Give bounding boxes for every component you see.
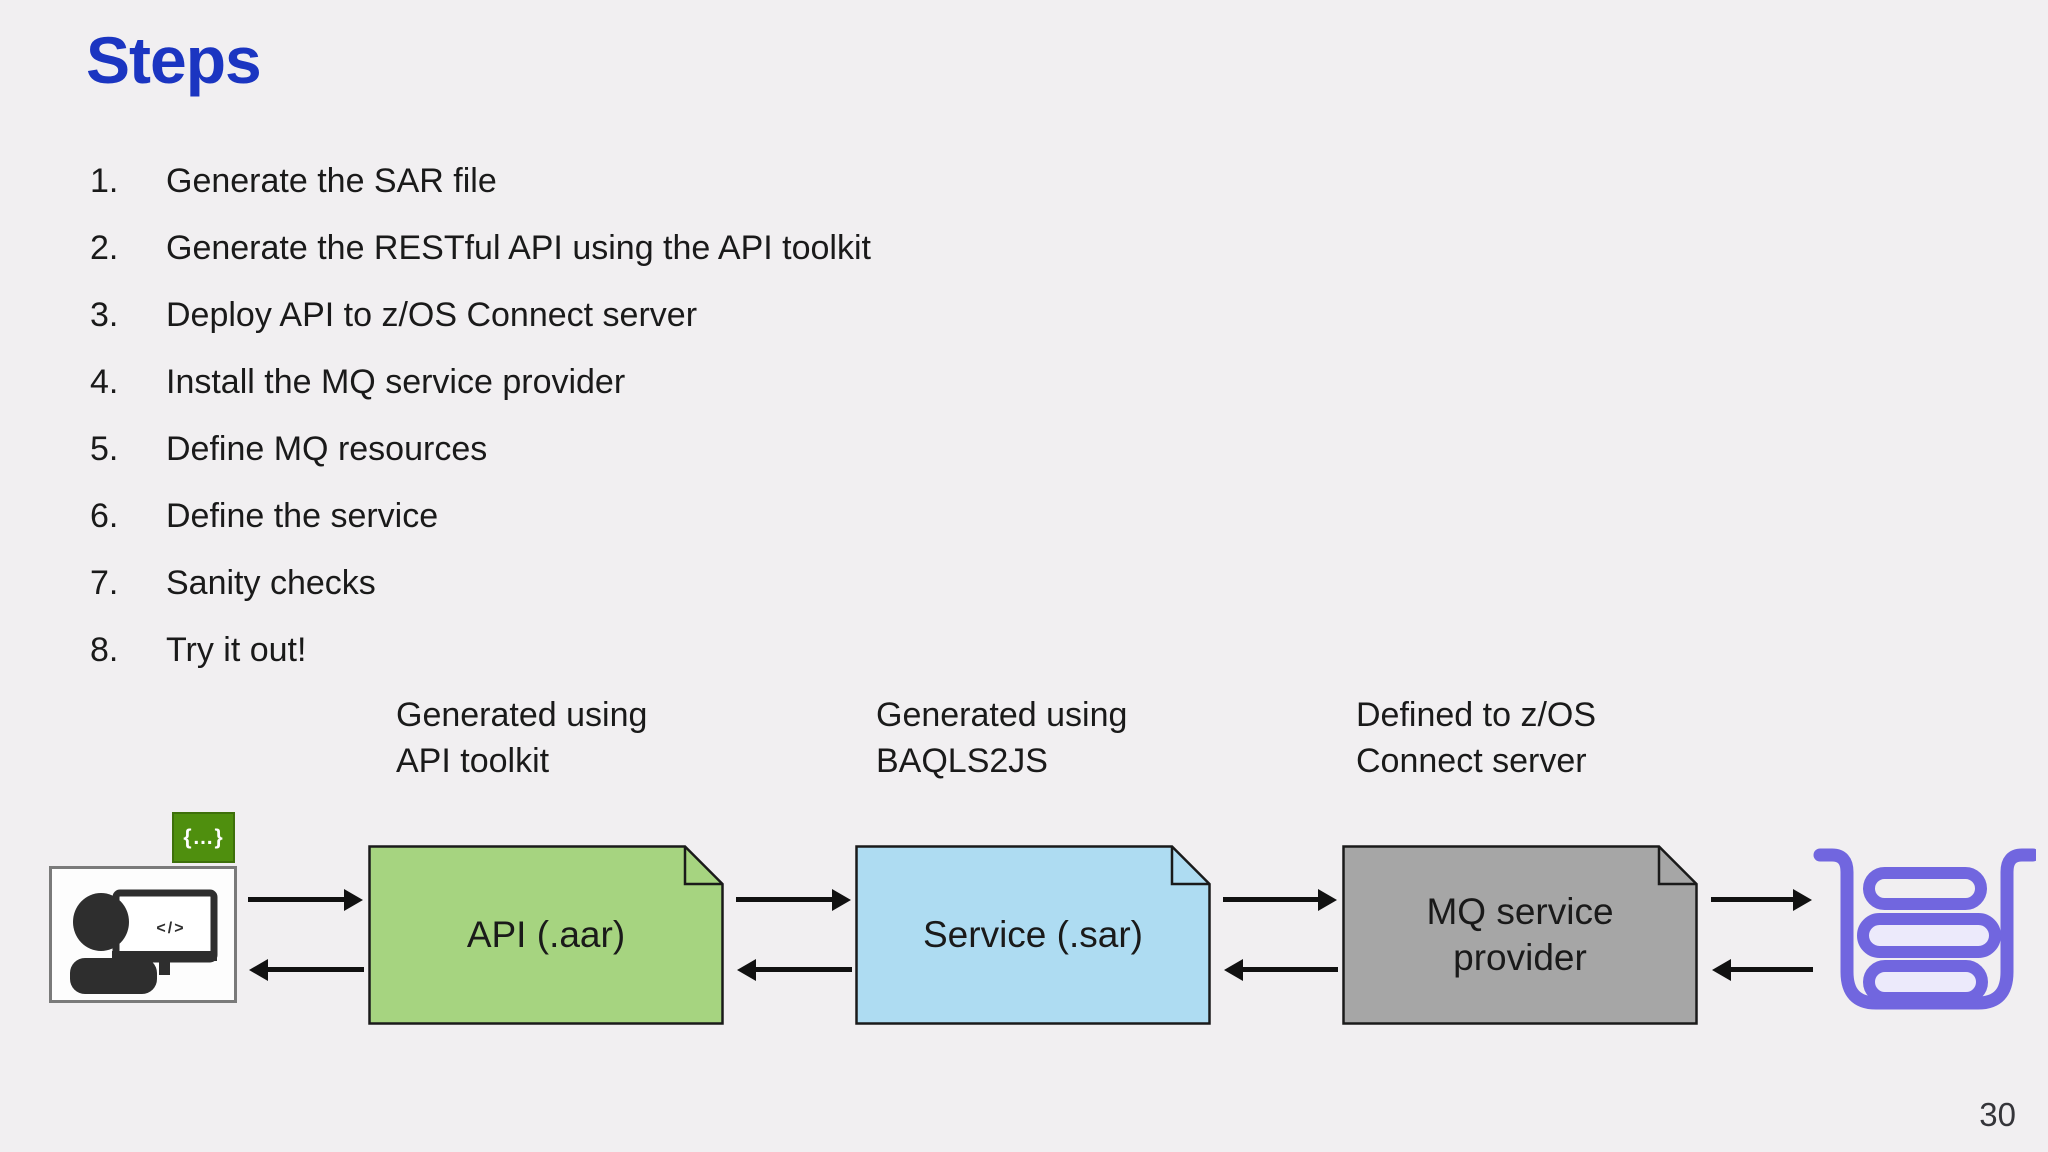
step-number: 3. bbox=[90, 296, 119, 334]
arrow-left-icon bbox=[268, 967, 364, 972]
arrow-right-icon bbox=[248, 897, 344, 902]
step-item: 7. Sanity checks bbox=[90, 550, 871, 617]
step-item: 8. Try it out! bbox=[90, 617, 871, 684]
step-number: 4. bbox=[90, 363, 119, 401]
step-item: 3. Deploy API to z/OS Connect server bbox=[90, 282, 871, 349]
service-sar-box: Service (.sar) bbox=[855, 845, 1211, 1025]
step-text: Define MQ resources bbox=[166, 430, 488, 468]
step-text: Try it out! bbox=[166, 631, 307, 669]
mq-queue-icon bbox=[1806, 842, 2040, 1022]
step-item: 2. Generate the RESTful API using the API… bbox=[90, 215, 871, 282]
arrow-left-icon bbox=[756, 967, 852, 972]
mq-service-provider-box: MQ service provider bbox=[1342, 845, 1698, 1025]
step-text: Define the service bbox=[166, 497, 439, 535]
api-aar-label: API (.aar) bbox=[466, 914, 626, 955]
code-badge-icon: {…} bbox=[172, 812, 235, 863]
step-number: 6. bbox=[90, 497, 119, 535]
arrow-right-icon bbox=[1223, 897, 1318, 902]
step-item: 1. Generate the SAR file bbox=[90, 148, 871, 215]
service-sar-label: Service (.sar) bbox=[923, 914, 1143, 955]
step-number: 2. bbox=[90, 229, 119, 267]
annotation-line: API toolkit bbox=[396, 742, 550, 780]
step-text: Generate the SAR file bbox=[166, 162, 497, 200]
step-number: 5. bbox=[90, 430, 119, 468]
step-number: 8. bbox=[90, 631, 119, 669]
page-title: Steps bbox=[86, 23, 262, 97]
arrow-left-icon bbox=[1731, 967, 1813, 972]
annotation-zos-connect: Defined to z/OS Connect server bbox=[1356, 692, 1596, 784]
annotation-line: Defined to z/OS bbox=[1356, 696, 1597, 734]
step-item: 4. Install the MQ service provider bbox=[90, 349, 871, 416]
developer-at-computer-icon: </> bbox=[49, 866, 237, 1003]
annotation-api-toolkit: Generated using API toolkit bbox=[396, 692, 647, 784]
person-icon bbox=[70, 893, 157, 994]
page-number: 30 bbox=[1979, 1096, 2016, 1133]
step-text: Install the MQ service provider bbox=[166, 363, 626, 401]
step-number: 7. bbox=[90, 564, 119, 602]
document-shape-icon bbox=[368, 845, 724, 1025]
annotation-line: Generated using bbox=[396, 696, 648, 734]
arrow-left-icon bbox=[1243, 967, 1338, 972]
step-item: 5. Define MQ resources bbox=[90, 416, 871, 483]
step-text: Deploy API to z/OS Connect server bbox=[166, 296, 698, 334]
annotation-line: Generated using bbox=[876, 696, 1128, 734]
code-glyph: </> bbox=[156, 920, 185, 937]
step-item: 6. Define the service bbox=[90, 483, 871, 550]
document-shape-icon bbox=[855, 845, 1211, 1025]
mq-service-provider-label: MQ service provider bbox=[1426, 891, 1614, 978]
step-number: 1. bbox=[90, 162, 119, 200]
developer-icon: </> bbox=[49, 866, 237, 1003]
api-aar-box: API (.aar) bbox=[368, 845, 724, 1025]
step-text: Generate the RESTful API using the API t… bbox=[166, 229, 871, 267]
arrow-right-icon bbox=[1711, 897, 1793, 902]
annotation-line: Connect server bbox=[1356, 742, 1587, 780]
annotation-line: BAQLS2JS bbox=[876, 742, 1048, 780]
code-badge-text: {…} bbox=[183, 825, 224, 849]
step-text: Sanity checks bbox=[166, 564, 376, 602]
annotation-baqls2js: Generated using BAQLS2JS bbox=[876, 692, 1127, 784]
arrow-right-icon bbox=[736, 897, 832, 902]
steps-list: 1. Generate the SAR file 2. Generate the R… bbox=[90, 148, 871, 684]
document-shape-icon bbox=[1342, 845, 1698, 1025]
